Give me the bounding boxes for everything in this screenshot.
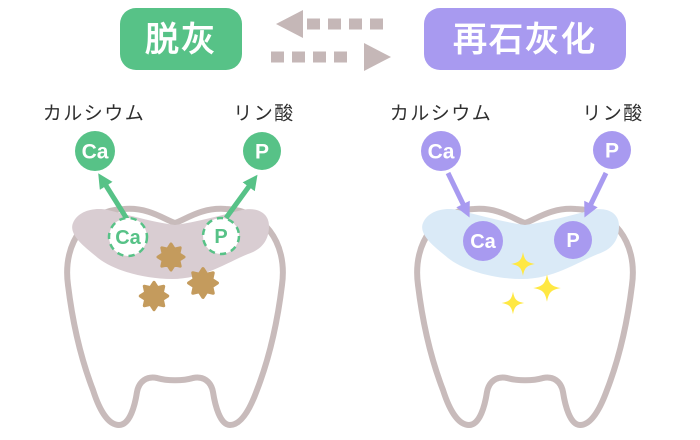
decay-star-icon xyxy=(187,267,219,299)
right-phosphate-deposit-symbol: P xyxy=(566,230,579,252)
left-phosphate-vacancy-circle xyxy=(201,216,241,256)
left-calcium-ion-badge xyxy=(75,131,115,171)
left-phosphate-vacancy-symbol: P xyxy=(214,226,227,248)
remineralization-badge xyxy=(424,8,626,70)
left-calcium-vacancy-symbol: Ca xyxy=(115,227,141,249)
exchange-arrows xyxy=(271,10,391,71)
decay-star-icon xyxy=(156,242,186,272)
phosphate-in-arrow xyxy=(584,171,609,218)
demineralization-badge-label: 脱灰 xyxy=(145,21,217,59)
remineralization-badge-label: 再石灰化 xyxy=(453,21,597,59)
left-calcium-label: カルシウム xyxy=(43,104,146,125)
left-phosphate-ion-badge xyxy=(243,132,281,170)
phosphate-out-arrow xyxy=(223,174,258,220)
left-phosphate-ion-symbol: P xyxy=(255,141,269,164)
sparkle-icon xyxy=(511,252,535,276)
left-calcium-vacancy-circle xyxy=(107,216,149,258)
right-phosphate-deposit-badge xyxy=(554,221,592,259)
calcium-in-arrow xyxy=(445,171,470,218)
right-calcium-label: カルシウム xyxy=(390,104,493,125)
calcium-out-arrow xyxy=(98,173,130,221)
right-tooth-panel: カルシウム リン酸 Ca P Ca P xyxy=(390,103,644,428)
dashed-arrow-left-icon xyxy=(276,10,383,38)
right-phosphate-ion-symbol: P xyxy=(605,140,619,163)
right-calcium-deposit-symbol: Ca xyxy=(470,231,496,253)
demineralization-badge xyxy=(120,8,242,70)
right-calcium-ion-badge xyxy=(421,131,461,171)
right-calcium-deposit-badge xyxy=(463,221,503,261)
decay-star-icon xyxy=(138,280,170,312)
left-tooth-panel: カルシウム リン酸 Ca P Ca P xyxy=(43,103,295,428)
right-phosphate-label: リン酸 xyxy=(582,103,644,125)
right-calcium-ion-symbol: Ca xyxy=(428,141,455,164)
right-phosphate-ion-badge xyxy=(593,131,631,169)
left-phosphate-label: リン酸 xyxy=(233,103,295,125)
left-calcium-ion-symbol: Ca xyxy=(82,141,109,164)
dashed-arrow-right-icon xyxy=(271,43,391,71)
sparkle-icon xyxy=(533,274,561,302)
sparkle-icon xyxy=(501,291,525,315)
